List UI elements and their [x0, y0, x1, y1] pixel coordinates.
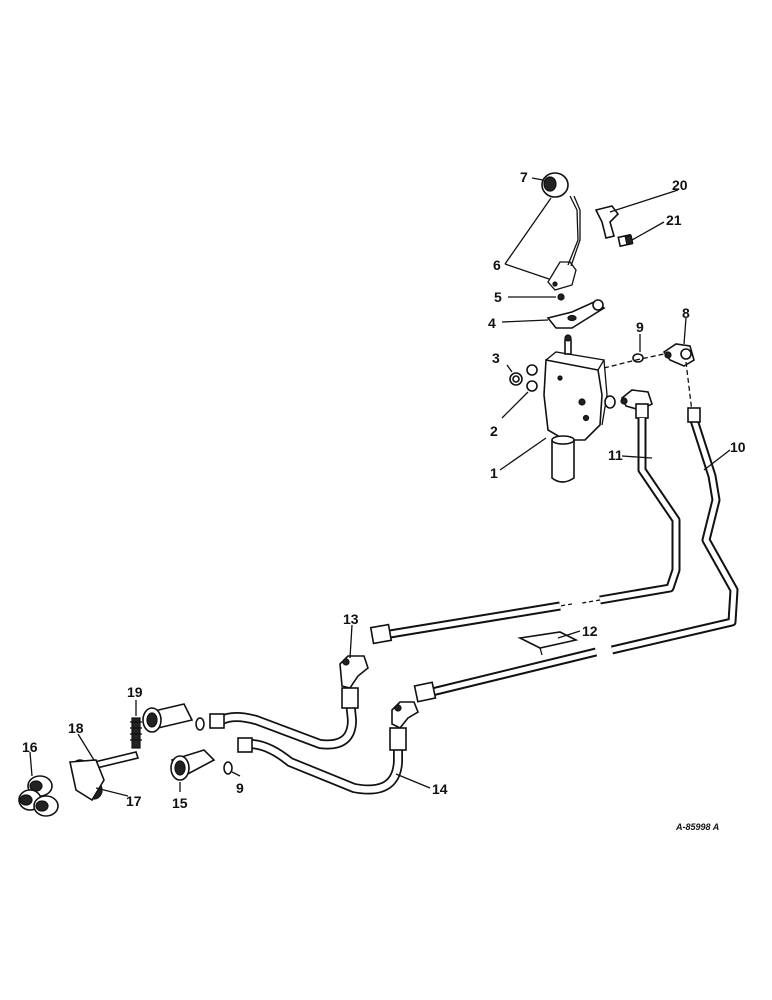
o-ring-seal: [509, 364, 538, 392]
assembly-line: [685, 361, 693, 413]
tube-nut: [369, 623, 437, 703]
callout-12: 12: [582, 623, 598, 639]
callout-9: 9: [636, 319, 644, 335]
mounting-rod: [69, 751, 140, 802]
quick-coupler-15: [170, 749, 216, 781]
callout-4: 4: [488, 315, 496, 331]
spring: [130, 717, 142, 749]
callout-3: 3: [492, 350, 500, 366]
callout-2: 2: [490, 423, 498, 439]
callout-5: 5: [494, 289, 502, 305]
lever-bracket: [546, 299, 606, 329]
callout-13: 13: [343, 611, 359, 627]
valve-outlet-elbow: [620, 389, 653, 419]
elbow-fitting: [662, 343, 695, 367]
retaining-clip: [594, 205, 620, 239]
callout-9-lower: 9: [236, 780, 244, 796]
washer: [604, 353, 644, 409]
dust-plugs: [18, 775, 59, 817]
hose-14: [245, 727, 407, 795]
callout-8: 8: [682, 305, 690, 321]
callout-21: 21: [666, 212, 682, 228]
callout-7: 7: [520, 169, 528, 185]
elbow-fitting-13: [339, 655, 369, 689]
callout-10: 10: [730, 439, 746, 455]
assembly-line: [603, 353, 665, 369]
quick-coupler-upper: [142, 703, 194, 733]
callout-14: 14: [432, 781, 448, 797]
callout-17: 17: [126, 793, 142, 809]
callout-labels: 1 2 3 4 5 6 7 8 9 10 11 12 13 14 15 16 1…: [22, 169, 746, 811]
callout-6: 6: [493, 257, 501, 273]
hose-upper: [217, 687, 359, 750]
leader-lines: [29, 177, 731, 797]
tube-10: [430, 407, 739, 697]
callout-15: 15: [172, 795, 188, 811]
callout-1: 1: [490, 465, 498, 481]
hose-end-fitting: [195, 713, 253, 753]
elbow-fitting-lower: [391, 701, 419, 730]
callout-16: 16: [22, 739, 38, 755]
pin: [557, 293, 565, 301]
callout-11: 11: [608, 447, 623, 463]
callout-20: 20: [672, 177, 688, 193]
tube-11: [389, 418, 681, 639]
control-valve: [543, 334, 608, 483]
control-lever: [547, 195, 581, 291]
callout-19: 19: [127, 684, 143, 700]
drawing-code: A-85998 A: [675, 822, 719, 832]
lever-knob: [541, 172, 569, 198]
callout-18: 18: [68, 720, 84, 736]
washer-lower: [223, 761, 233, 775]
small-block: [617, 233, 634, 248]
tube-clamp: [517, 631, 579, 656]
